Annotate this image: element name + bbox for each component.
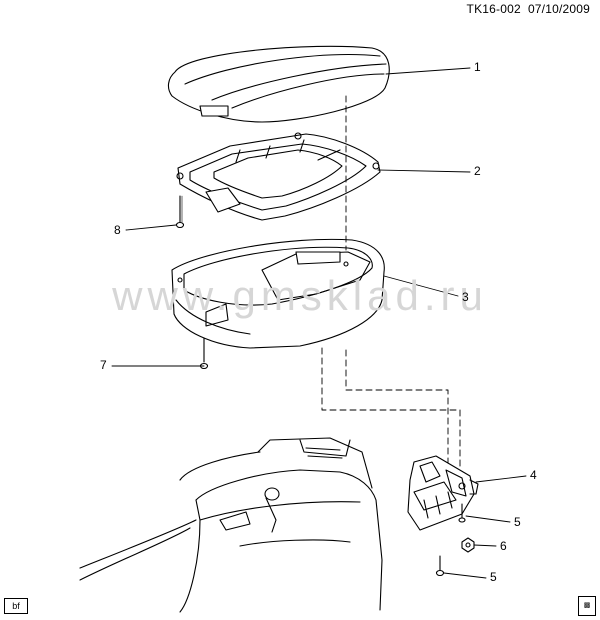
part-screw-5b	[435, 555, 445, 577]
corner-stamp-icon: ▩	[578, 596, 596, 616]
part-screw-8	[175, 195, 185, 229]
part-latch-bracket	[407, 455, 479, 531]
part-bin	[171, 238, 385, 349]
console-base	[79, 437, 383, 613]
part-screw-5a	[458, 503, 466, 523]
document-id: TK16-002	[466, 2, 521, 16]
part-lid	[167, 45, 390, 123]
callout-4: 4	[530, 468, 537, 482]
callout-5b: 5	[490, 570, 497, 584]
part-screw-7	[199, 337, 209, 370]
corner-badge: bf	[4, 598, 28, 614]
callout-8: 8	[114, 223, 121, 237]
callout-1: 1	[474, 60, 481, 74]
alignment-path	[321, 95, 461, 471]
callout-5a: 5	[514, 515, 521, 529]
document-date: 07/10/2009	[527, 2, 590, 16]
callout-7: 7	[100, 358, 107, 372]
part-frame	[176, 132, 381, 221]
document-header: TK16-002 07/10/2009	[467, 2, 590, 16]
callout-3: 3	[462, 290, 469, 304]
callout-6: 6	[500, 539, 507, 553]
callout-2: 2	[474, 164, 481, 178]
callout-leaders	[111, 67, 527, 579]
part-nut-6	[461, 537, 475, 553]
